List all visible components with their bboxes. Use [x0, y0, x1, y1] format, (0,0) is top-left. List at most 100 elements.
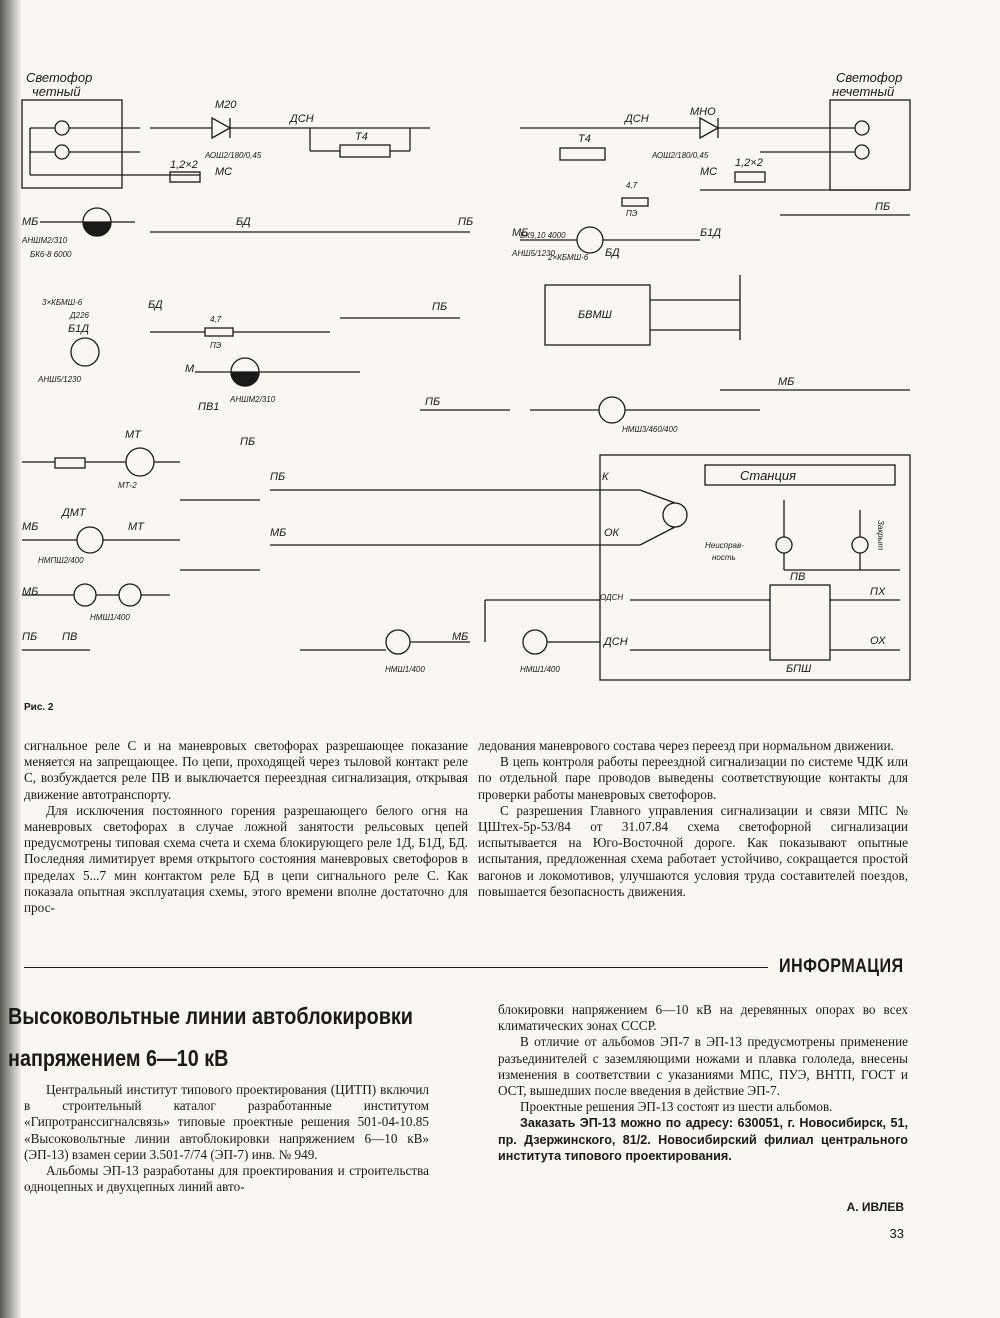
relay-pv: [385, 629, 411, 655]
article2-column-left: Центральный институт типового проектиров…: [24, 1082, 429, 1195]
resistor-40: [54, 457, 86, 469]
resistor-pe-left: [204, 327, 234, 337]
mno-label: МНО: [690, 106, 716, 118]
ansh5-left: АНШ5/1230: [37, 375, 81, 384]
b1d-left: Б1Д: [68, 323, 89, 335]
paragraph: С разрешения Главного управления сигнали…: [478, 802, 908, 899]
resistor-t4: [339, 144, 391, 158]
relay-mt: [125, 447, 155, 477]
nmpsh-label: НМПШ2/400: [38, 556, 84, 565]
resistor-r12-left: [169, 171, 201, 183]
m-label: М: [185, 363, 195, 375]
r47-right: 4,7: [626, 181, 638, 190]
lamp-k-left: [54, 144, 70, 160]
mb-pv: МБ: [22, 586, 38, 598]
ox-label: ОХ: [870, 635, 886, 647]
kbmsh-left-label: 3×КБМШ-6: [42, 298, 83, 307]
lamp-b-right: [854, 120, 870, 136]
article2-column-right: блокировки напряжением 6—10 кВ на деревя…: [498, 1002, 908, 1164]
relay-dsn: [522, 629, 548, 655]
r12-left-label: 1,2×2: [170, 159, 198, 171]
t4-label: Т4: [355, 131, 368, 143]
diode-mno: [699, 116, 720, 140]
pb-bvmsh: МБ: [778, 376, 794, 388]
even-signal-box: [21, 99, 123, 189]
kbmsh-right-label: 2×КБМШ-6: [547, 253, 589, 262]
order-address: Заказать ЭП-13 можно по адресу: 630051, …: [498, 1116, 908, 1163]
pb-pv-row: ПБ: [22, 631, 37, 643]
ok-label: ОК: [604, 527, 620, 539]
pb-right-row: ПБ: [875, 201, 890, 213]
mb-pv-bottom: МБ: [452, 631, 468, 643]
resistor-t4-right: [559, 147, 606, 161]
paragraph: сигнальное реле С и на маневровых светоф…: [24, 738, 468, 802]
diode-m20: [211, 116, 232, 140]
ms-left-label: МС: [215, 166, 232, 178]
paragraph: Для исключения постоянного горения разре…: [24, 802, 468, 916]
odd-signal-label-2: нечетный: [832, 84, 894, 99]
dsn-row-label: ДСН: [602, 636, 628, 648]
d226-label: Д226: [69, 311, 90, 320]
ms-right-label: МС: [700, 166, 717, 178]
article1-column-left: сигнальное реле С и на маневровых светоф…: [24, 738, 468, 916]
scan-binding-shadow: [0, 0, 22, 1318]
mt-contact: МТ: [128, 521, 145, 533]
pe-left: ПЭ: [210, 341, 222, 350]
resistor-pe-right: [621, 197, 649, 207]
pv-contact: ПВ: [62, 631, 77, 643]
relay-b1d: [70, 337, 100, 367]
anshm2-left: АНШМ2/310: [21, 236, 68, 245]
relay-k-station: [662, 502, 688, 528]
paragraph: блокировки напряжением 6—10 кВ на деревя…: [498, 1002, 908, 1034]
lamp-k-station: [775, 536, 793, 554]
dsn-right-label: ДСН: [623, 113, 649, 125]
nmsh1-a: НМШ1/400: [90, 613, 130, 622]
paragraph: В цепь контроля работы переездной сигнал…: [478, 754, 908, 802]
relay-bd: [576, 226, 604, 254]
bpsh-label: БПШ: [786, 663, 812, 675]
neisprav-1: Неисправ-: [705, 541, 744, 550]
bd-relay-label: БД: [605, 247, 620, 259]
even-signal-label-1: Светофор: [26, 70, 92, 85]
bd-row1: БД: [236, 216, 251, 228]
section-rule: [24, 967, 768, 968]
section-title: ИНФОРМАЦИЯ: [779, 956, 904, 977]
paragraph: ледования маневрового состава через пере…: [478, 738, 894, 753]
pe-right: ПЭ: [626, 209, 638, 218]
circuit-diagram: Светофор четный М20 АОШ2/180/0,45 ДСН Т4…: [21, 70, 911, 681]
headline-line-2: напряжением 6—10 кВ: [8, 1045, 229, 1071]
page-number: 33: [889, 1226, 904, 1241]
m20-label: М20: [215, 99, 237, 111]
headline-line-1: Высоковольтные линии автоблокировки: [8, 1003, 413, 1029]
pb-a-row: ПБ: [270, 471, 285, 483]
bd-left: БД: [148, 299, 163, 311]
article1-column-right: ледования маневрового состава через пере…: [478, 738, 908, 900]
aosh-right-label: АОШ2/180/0,45: [651, 151, 709, 160]
dsn-left-label: ДСН: [288, 113, 314, 125]
dmt-label: ДМТ: [60, 507, 87, 519]
odd-signal-box: [829, 99, 911, 191]
pb-pv1: ПБ: [240, 436, 255, 448]
station-header: [704, 464, 896, 486]
odsn-label: ОДСН: [600, 593, 623, 602]
mb-dmt: МБ: [22, 521, 38, 533]
even-signal-label-2: четный: [32, 84, 81, 99]
lamp-k-right: [854, 144, 870, 160]
neisprav-2: ность: [712, 553, 736, 562]
mb-a-row: МБ: [270, 527, 286, 539]
r12-right-label: 1,2×2: [735, 157, 763, 169]
b1d-right: Б1Д: [700, 227, 721, 239]
author: А. ИВЛЕВ: [846, 1200, 904, 1214]
t4-right-label: Т4: [578, 133, 591, 145]
bpsh-block: [769, 584, 831, 661]
pv1-label: ПВ1: [198, 401, 219, 413]
k-label: К: [602, 471, 609, 483]
relay-iv: [598, 396, 626, 424]
relay-pv1: [118, 583, 142, 607]
paragraph: Центральный институт типового проектиров…: [24, 1082, 429, 1162]
pb-iv-row: ПБ: [425, 396, 440, 408]
bvmsh-block: [544, 284, 651, 346]
pb-left-mid: ПБ: [432, 301, 447, 313]
mb-label-right: МБ: [512, 227, 528, 239]
